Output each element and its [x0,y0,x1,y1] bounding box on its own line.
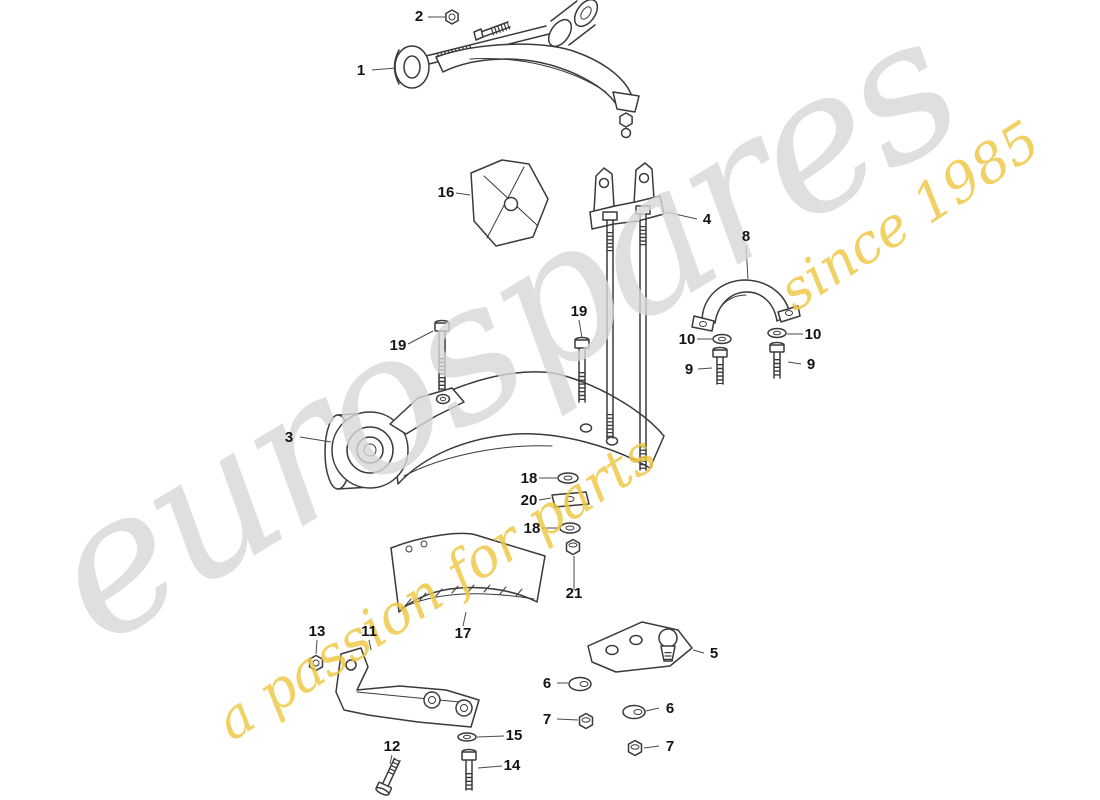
part-label-3: 3 [285,429,293,446]
part-label-6a: 6 [543,675,551,692]
protection-plate-17 [390,532,546,613]
bolt-19b [574,336,590,403]
part-label-5: 5 [710,645,718,662]
ball-joint-support-5 [587,621,693,673]
nut-7b [627,739,643,757]
washer-10a [712,333,732,345]
bolt-12 [375,757,401,796]
part-label-15: 15 [506,727,523,744]
part-label-9b: 9 [807,356,815,373]
part-label-18b: 18 [524,520,541,537]
part-label-2: 2 [415,8,423,25]
bolt-14 [461,748,477,791]
part-label-4: 4 [703,211,712,228]
retainer-bracket-11 [335,647,480,728]
part-label-10a: 10 [679,331,696,348]
spacer-plate-20 [551,491,590,508]
leader-lines [299,16,803,769]
part-label-13: 13 [309,623,326,640]
eccentric-washer-6b [622,704,646,720]
part-label-11: 11 [361,623,377,640]
part-labels: 1 2 3 4 5 6 6 7 7 8 9 9 10 10 11 12 13 1… [285,8,822,774]
part-label-10b: 10 [805,326,822,343]
washer-18a [557,472,579,484]
bolt-9b [769,341,785,379]
watermark: eurospares a passion for parts since 198… [9,0,1050,753]
nut-21 [565,538,581,556]
part-label-19a: 19 [390,337,407,354]
washer-15 [457,732,477,742]
mount-studs [602,205,651,471]
part-label-18a: 18 [521,470,538,487]
upper-control-arm [393,0,640,139]
part-label-9a: 9 [685,361,693,378]
mount-bracket-4 [589,162,665,230]
part-label-1: 1 [357,62,365,79]
part-label-8: 8 [742,228,750,245]
nut-7a [578,712,594,730]
washer-10b [767,327,787,339]
part-label-17: 17 [455,625,472,642]
clamp-8 [691,279,801,332]
support-bracket-16 [470,159,549,247]
eccentric-washer-6a [568,676,592,692]
part-label-19b: 19 [571,303,588,320]
lower-control-arm-3 [324,371,665,490]
part-label-21: 21 [566,585,583,602]
bolt-9a [712,346,728,385]
part-label-14: 14 [504,757,521,774]
nut-13 [308,654,324,672]
bolt-19a [434,319,450,391]
part-label-6b: 6 [666,700,674,717]
hex-nut-2 [445,9,459,25]
part-label-7a: 7 [543,711,551,728]
part-label-20: 20 [521,492,538,509]
part-label-7b: 7 [666,738,674,755]
part-label-12: 12 [384,738,401,755]
washer-18b [559,522,581,534]
part-label-16: 16 [438,184,455,201]
